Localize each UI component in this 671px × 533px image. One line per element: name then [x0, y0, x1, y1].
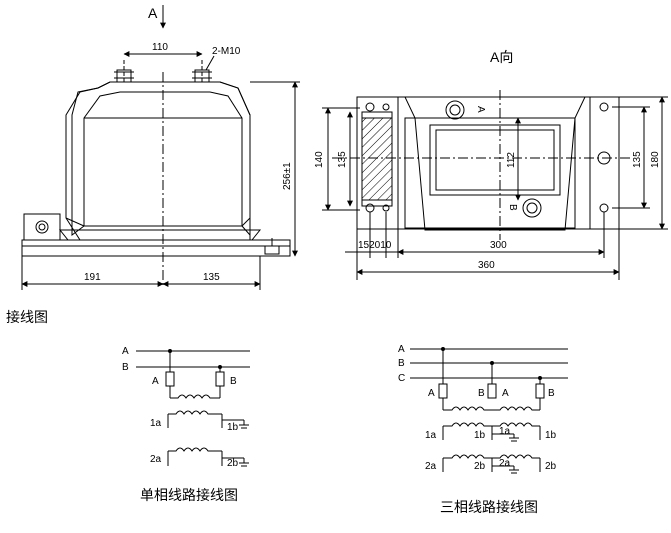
svg-text:B: B: [507, 204, 518, 211]
svg-text:1b: 1b: [474, 430, 486, 441]
single-phase-diagram: A B A B 1a 1b 2a 2b 单相线路接线图: [122, 346, 250, 503]
svg-text:1a: 1a: [425, 430, 437, 441]
dim-left-outer: 140: [314, 151, 325, 168]
tp-bus-a-label: A: [398, 344, 405, 355]
mounting-hole-tl: [365, 102, 375, 112]
dim-bolt: 2-M10: [212, 46, 241, 57]
dim-bottom-right: 135: [203, 272, 220, 283]
side-view: A向 A B: [314, 49, 668, 280]
svg-text:A: A: [428, 388, 435, 399]
side-terminal-a: A: [445, 100, 486, 120]
three-phase-diagram: A B C A B A B 1a 1b 1a 1b: [398, 344, 568, 515]
svg-text:1a: 1a: [499, 426, 511, 437]
tp-bus-c-label: C: [398, 373, 405, 384]
dim-height: 256±1: [282, 162, 293, 190]
single-phase-caption: 单相线路接线图: [140, 487, 238, 503]
svg-text:1a: 1a: [150, 418, 162, 429]
dim-top-width: 110: [152, 42, 168, 53]
svg-text:B: B: [230, 376, 237, 387]
dim-right-outer: 180: [650, 151, 661, 168]
side-terminal-b: B: [507, 198, 542, 218]
svg-text:B: B: [548, 388, 555, 399]
svg-text:A: A: [502, 388, 509, 399]
svg-text:A: A: [152, 376, 159, 387]
dim-bottom-total: 360: [478, 260, 495, 271]
dim-bottom-small: 152010: [358, 240, 392, 251]
dim-center: 112: [506, 152, 517, 168]
three-phase-caption: 三相线路接线图: [440, 499, 538, 515]
svg-text:B: B: [478, 388, 485, 399]
base-plate: [21, 239, 291, 257]
svg-text:2b: 2b: [474, 461, 486, 472]
front-view: A: [21, 5, 300, 290]
svg-text:2a: 2a: [499, 458, 511, 469]
tp-bus-b-label: B: [398, 358, 405, 369]
dim-left-inner: 135: [337, 151, 348, 168]
svg-text:A: A: [475, 106, 486, 113]
sp-bus-b-label: B: [122, 362, 129, 373]
svg-text:2b: 2b: [227, 458, 239, 469]
sp-bus-a-label: A: [122, 346, 129, 357]
mounting-hole-br: [599, 203, 609, 213]
svg-text:1b: 1b: [227, 422, 239, 433]
side-view-title: A向: [490, 49, 513, 65]
front-arrow-label: A: [148, 5, 158, 21]
primary-terminal-a: [114, 60, 134, 83]
mounting-hole-bl: [365, 203, 375, 213]
primary-terminal-b: [192, 60, 212, 83]
side-base-outline: [356, 96, 620, 230]
dim-bottom-mid: 300: [490, 240, 507, 251]
svg-text:2b: 2b: [545, 461, 557, 472]
svg-text:1b: 1b: [545, 430, 557, 441]
mounting-hole-tr: [599, 102, 609, 112]
dim-right-inner: 135: [632, 151, 643, 168]
svg-text:2a: 2a: [425, 461, 437, 472]
wiring-section-title: 接线图: [6, 309, 48, 325]
svg-text:2a: 2a: [150, 454, 162, 465]
dim-bottom-left: 191: [84, 272, 101, 283]
transformer-body-outline: [65, 81, 251, 241]
secondary-terminal-box: [23, 213, 61, 241]
